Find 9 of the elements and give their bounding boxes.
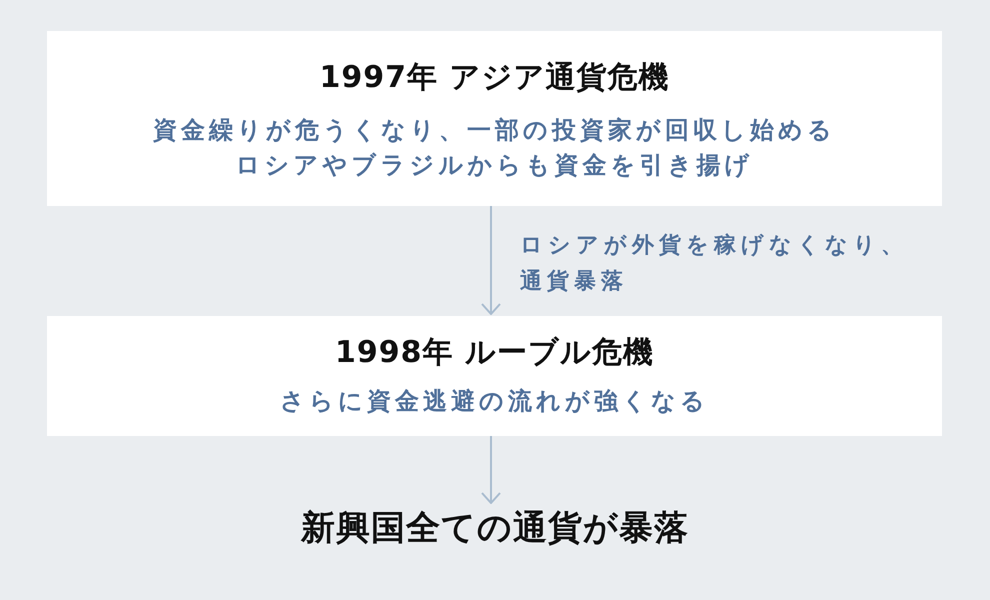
arrow [481, 206, 501, 315]
arrow [481, 436, 501, 504]
event-description: 資金繰りが危うくなり、一部の投資家が回収し始めるロシアやブラジルからも資金を引き揚げ [152, 115, 837, 181]
event-box [47, 31, 942, 206]
event-title: 1997年 アジア通貨危機 [318, 59, 670, 97]
event-box [47, 316, 942, 436]
event-description: さらに資金逃避の流れが強くなる [279, 386, 710, 417]
result-text: 新興国全ての通貨が暴落 [300, 507, 690, 549]
event-title: 1998年 ルーブル危機 [334, 334, 655, 372]
